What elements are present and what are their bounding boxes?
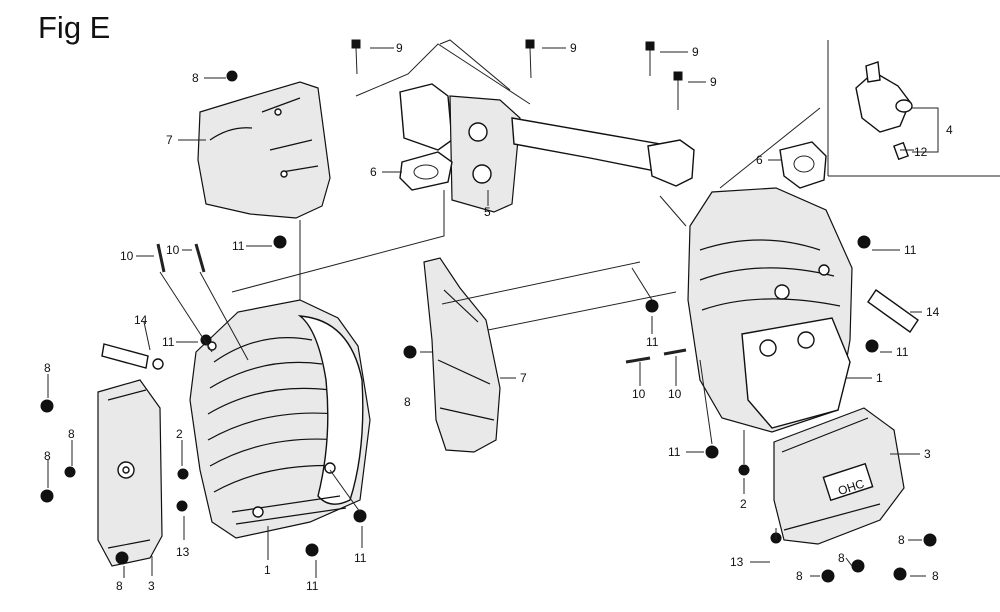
callout-6: 6 (756, 153, 763, 167)
callout-7: 7 (520, 371, 527, 385)
callout-2: 2 (740, 497, 747, 511)
callout-4: 4 (946, 123, 953, 137)
callout-12: 12 (914, 145, 928, 159)
callout-1: 1 (876, 371, 883, 385)
center-deflector-part (423, 257, 501, 453)
callout-8: 8 (68, 427, 75, 441)
callout-2: 2 (176, 427, 183, 441)
callout-11: 11 (354, 551, 367, 565)
callout-8: 8 (404, 395, 411, 409)
callout-11: 11 (904, 243, 917, 257)
callout-9: 9 (570, 41, 577, 55)
callout-8: 8 (116, 579, 123, 593)
fasteners (40, 39, 937, 583)
callout-6: 6 (370, 165, 377, 179)
left-head-cover-part (97, 379, 163, 567)
left-cylinder-head-part (189, 299, 371, 539)
intake-manifold-part (399, 83, 695, 213)
callout-8: 8 (796, 569, 803, 583)
callout-8: 8 (44, 449, 51, 463)
callout-8: 8 (932, 569, 939, 583)
callout-leaders (47, 47, 939, 578)
callout-9: 9 (710, 75, 717, 89)
callout-13: 13 (730, 555, 744, 569)
assembly-lines (159, 39, 821, 540)
callout-10: 10 (632, 387, 646, 401)
callout-1: 1 (264, 563, 271, 577)
gasket-right-part (779, 141, 827, 189)
callout-3: 3 (924, 447, 931, 461)
callout-8: 8 (898, 533, 905, 547)
upper-left-shroud-part (197, 81, 331, 219)
callout-8: 8 (44, 361, 51, 375)
callout-8: 8 (192, 71, 199, 85)
callout-10: 10 (120, 249, 134, 263)
callout-11: 11 (896, 345, 909, 359)
callout-3: 3 (148, 579, 155, 593)
figure-title: Fig E (38, 10, 111, 45)
callout-9: 9 (692, 45, 699, 59)
callout-labels: 8 7 11 10 10 14 11 8 8 8 2 13 1 11 11 8 … (44, 41, 953, 593)
callout-10: 10 (668, 387, 682, 401)
callout-11: 11 (162, 335, 175, 349)
callout-8: 8 (838, 551, 845, 565)
callout-7: 7 (166, 133, 173, 147)
callout-11: 11 (232, 239, 245, 253)
callout-10: 10 (166, 243, 180, 257)
callout-11: 11 (668, 445, 681, 459)
gasket-left-part (399, 151, 453, 191)
callout-11: 11 (646, 335, 659, 349)
inset-fitting-part (827, 40, 1000, 177)
callout-9: 9 (396, 41, 403, 55)
callout-14: 14 (926, 305, 940, 319)
right-valve-cover-part: OHC (773, 407, 905, 545)
callout-13: 13 (176, 545, 190, 559)
callout-5: 5 (484, 205, 491, 219)
right-cylinder-head-part (687, 187, 853, 433)
callout-11: 11 (306, 579, 319, 593)
callout-14: 14 (134, 313, 148, 327)
